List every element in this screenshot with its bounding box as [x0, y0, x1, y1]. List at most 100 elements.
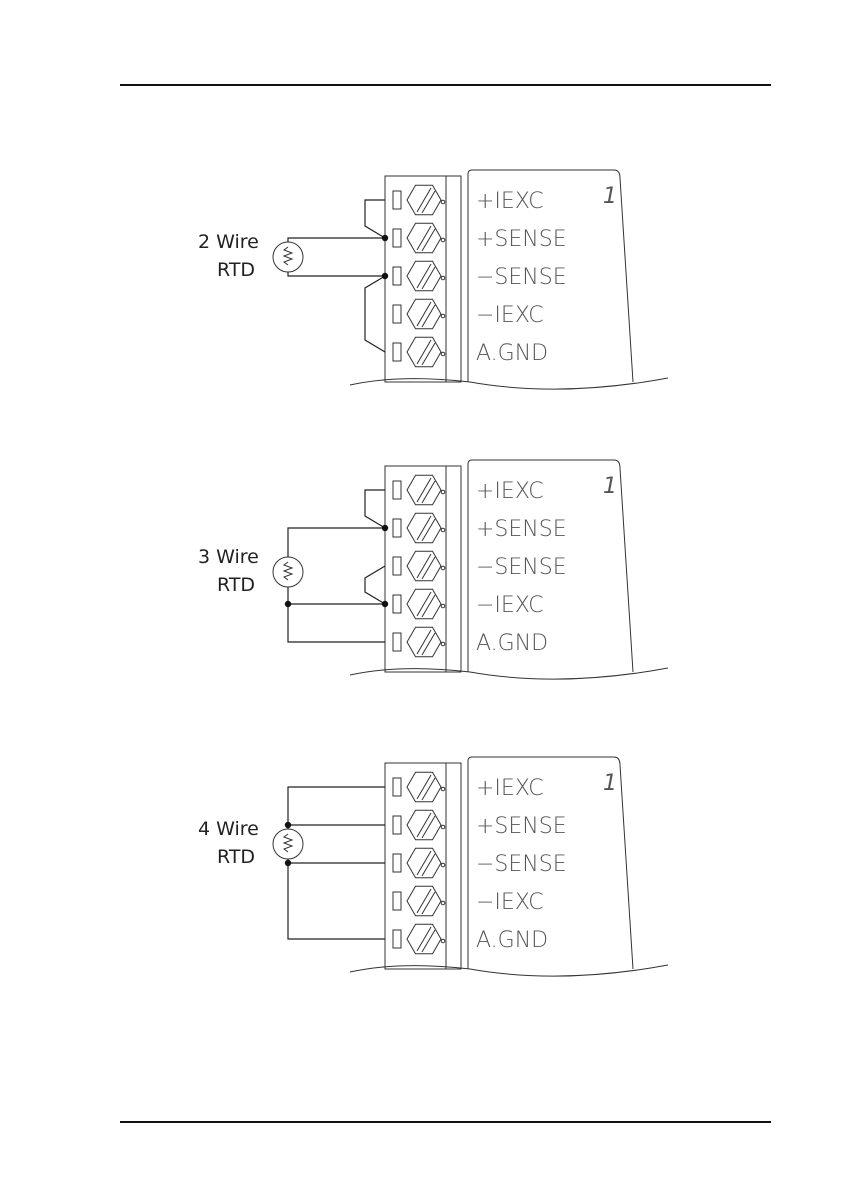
terminal-label: −SENSE: [476, 852, 567, 877]
screw-pin: [441, 200, 445, 204]
wire-entry-slot: [393, 816, 401, 834]
screw-pin: [441, 642, 445, 646]
wire-entry-slot: [393, 343, 401, 361]
junction-dot: [382, 273, 388, 279]
screw-slot: [417, 592, 431, 616]
wire-entry-slot: [393, 930, 401, 948]
cut-edge: [350, 668, 668, 679]
terminal-label: −SENSE: [476, 265, 567, 290]
jumper-wire: [365, 490, 385, 528]
screw-pin: [441, 939, 445, 943]
channel-number: 1: [603, 771, 617, 796]
resistor-zigzag: [284, 562, 292, 580]
screw-pin: [441, 276, 445, 280]
screw-slot: [422, 305, 435, 327]
screw-pin: [441, 604, 445, 608]
screw-slot: [417, 340, 431, 364]
screw-slot: [417, 813, 431, 837]
screw-slot: [422, 892, 435, 914]
terminal-label: −IEXC: [476, 890, 544, 915]
channel-number: 1: [603, 184, 617, 209]
screw-pin: [441, 825, 445, 829]
screw-slot: [422, 229, 435, 251]
channel-number: 1: [603, 474, 617, 499]
screw-slot: [417, 630, 431, 654]
junction-dot: [382, 601, 388, 607]
screw-pin: [441, 901, 445, 905]
terminal-label: −SENSE: [476, 555, 567, 580]
terminal-label: −IEXC: [476, 303, 544, 328]
wire-entry-slot: [393, 595, 401, 613]
wire-count-label: 3 Wire: [198, 546, 259, 568]
junction-dot: [285, 860, 291, 866]
wire-count-label: 2 Wire: [198, 231, 259, 253]
screw-slot: [422, 267, 435, 289]
terminal-label: +SENSE: [476, 517, 567, 542]
screw-pin: [441, 566, 445, 570]
screw-pin: [441, 528, 445, 532]
screw-slot: [422, 854, 435, 876]
wire-entry-slot: [393, 778, 401, 796]
screw-pin: [441, 787, 445, 791]
sensor-label: RTD: [217, 846, 255, 868]
screw-pin: [441, 352, 445, 356]
screw-pin: [441, 314, 445, 318]
screw-pin: [441, 238, 445, 242]
wire-entry-slot: [393, 229, 401, 247]
terminal-label: +SENSE: [476, 227, 567, 252]
junction-dot: [285, 601, 291, 607]
screw-pin: [441, 863, 445, 867]
screw-slot: [422, 930, 435, 952]
wire-entry-slot: [393, 892, 401, 910]
wire-entry-slot: [393, 305, 401, 323]
wire-count-label: 4 Wire: [198, 818, 259, 840]
screw-slot: [422, 633, 435, 655]
wire: [288, 528, 385, 557]
screw-slot: [422, 595, 435, 617]
cut-edge: [350, 378, 668, 389]
screw-slot: [422, 557, 435, 579]
screw-slot: [417, 516, 431, 540]
wire-entry-slot: [393, 519, 401, 537]
screw-slot: [417, 851, 431, 875]
wire-entry-slot: [393, 481, 401, 499]
screw-slot: [417, 302, 431, 326]
wire-entry-slot: [393, 267, 401, 285]
wire: [288, 787, 385, 829]
terminal-block-housing: [385, 466, 461, 672]
wire-entry-slot: [393, 557, 401, 575]
wire: [288, 238, 385, 242]
screw-slot: [417, 264, 431, 288]
sensor-label: RTD: [217, 574, 255, 596]
terminal-label: +SENSE: [476, 814, 567, 839]
screw-slot: [422, 816, 435, 838]
terminal-block-housing: [385, 176, 461, 382]
terminal-label: +IEXC: [476, 479, 544, 504]
wire-entry-slot: [393, 633, 401, 651]
screw-slot: [422, 778, 435, 800]
screw-slot: [417, 889, 431, 913]
terminal-label: −IEXC: [476, 593, 544, 618]
wire: [288, 272, 385, 276]
screw-slot: [417, 188, 431, 212]
junction-dot: [285, 822, 291, 828]
terminal-label: +IEXC: [476, 189, 544, 214]
screw-slot: [422, 343, 435, 365]
screw-pin: [441, 490, 445, 494]
jumper-wire: [365, 566, 385, 604]
resistor-zigzag: [284, 247, 292, 265]
wire-entry-slot: [393, 191, 401, 209]
screw-slot: [417, 554, 431, 578]
terminal-label: A.GND: [476, 631, 548, 656]
resistor-zigzag: [284, 834, 292, 852]
wire: [288, 859, 385, 939]
screw-slot: [422, 481, 435, 503]
terminal-label: A.GND: [476, 928, 548, 953]
jumper-wire: [365, 200, 385, 238]
junction-dot: [382, 235, 388, 241]
screw-slot: [422, 519, 435, 541]
